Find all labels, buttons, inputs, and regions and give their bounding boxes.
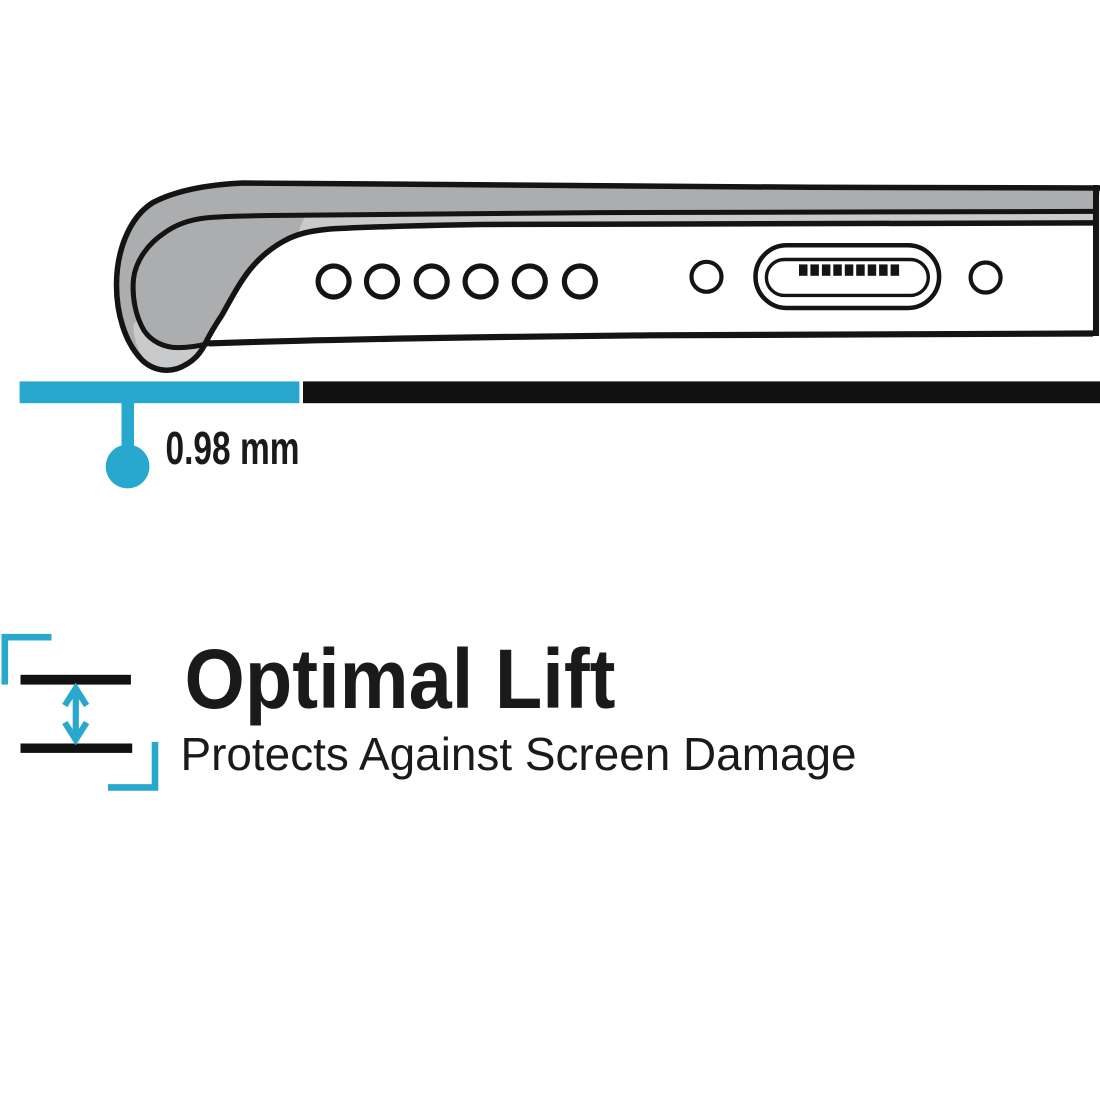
svg-text:Optimal Lift: Optimal Lift [185,632,616,726]
svg-text:0.98 mm: 0.98 mm [166,422,300,474]
svg-text:Protects Against Screen Damage: Protects Against Screen Damage [181,728,857,780]
